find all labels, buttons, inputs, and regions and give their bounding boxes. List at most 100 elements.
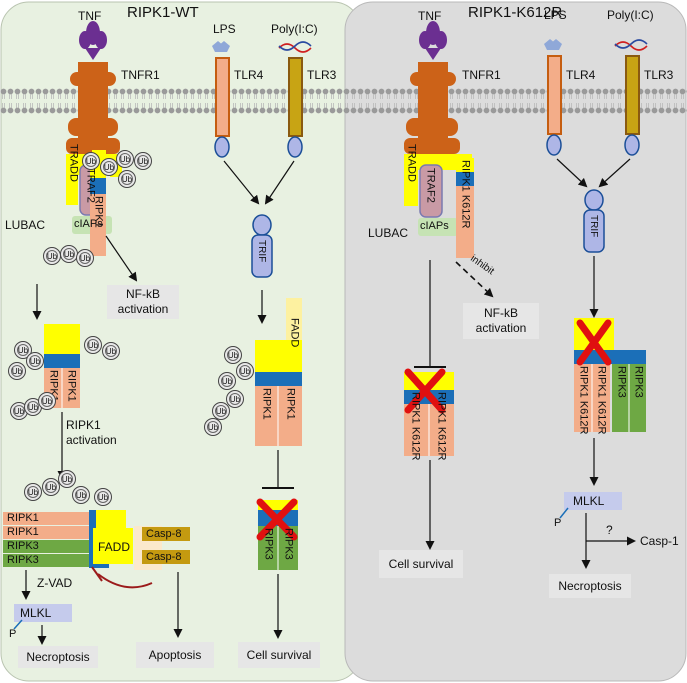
question-label: ? [606,523,613,537]
ub-7: Ub [60,245,78,263]
ub-20: Ub [72,486,90,504]
mlkl-box-left [14,604,72,622]
red-x-right-1 [404,368,446,414]
ciaps-label-left: cIAPs [74,218,103,230]
tnfr1-receptor-right [404,21,460,154]
ub-5: Ub [118,170,136,188]
ub-6: Ub [43,247,61,265]
nfkb-box-right: NF-kB activation [463,303,539,339]
tlr3-label-right: TLR3 [644,68,674,82]
phospho-label-left: P [9,628,17,640]
phospho-label-right: P [554,517,562,529]
tlr3-receptor-right [614,39,648,156]
tlr3-receptor-left [278,41,312,158]
traf2-label-right: TRAF2 [424,168,437,203]
ub-22: Ub [224,346,242,364]
ub-8: Ub [76,249,94,267]
ub-2: Ub [100,158,118,176]
lubac-label-left: LUBAC [5,218,46,232]
ripk1-activation-label: RIPK1 activation [66,418,117,447]
necrosome-ripk1-b: RIPK1 [7,526,39,538]
ub-19: Ub [58,470,76,488]
tradd-label-left: TRADD [67,144,80,182]
casp8-box-2 [142,550,190,564]
ub-10: Ub [8,362,26,380]
ripk1-mut-box-right [456,186,474,258]
ub-4: Ub [134,152,152,170]
red-x-right-2 [576,319,612,366]
casp8-label-1: Casp-8 [146,528,182,540]
ub-27: Ub [204,418,222,436]
casp8-label-2: Casp-8 [146,551,182,563]
fadd-label-left: FADD [98,540,131,554]
lps-label-left: LPS [213,22,236,36]
ub-13: Ub [102,342,120,360]
trif-head-right [584,189,604,211]
ub-1: Ub [82,152,100,170]
ub-18: Ub [42,478,60,496]
ripk1-dimer-yellow [44,324,80,354]
red-x-left [256,498,298,541]
trif-box-right [583,209,605,253]
right-panel-title: RIPK1-K612R [468,4,563,21]
necroptosis-box-left: Necroptosis [18,646,98,668]
traf2-label-left: TRAF2 [84,168,97,203]
apoptosis-box: Apoptosis [136,642,214,668]
fadd-label-top-left: FADD [288,318,301,348]
ub-16: Ub [38,392,56,410]
ub-3: Ub [116,150,134,168]
left-panel-title: RIPK1-WT [127,4,199,21]
necrosome-ripk3-a: RIPK3 [7,540,39,552]
traf2-box-right [419,164,443,218]
ripk1-tlr-label-a: RIPK1 [260,388,273,420]
ripk1-dimer-label-b: RIPK1 [65,370,78,402]
ripk3-tlr-label-a: RIPK3 [262,528,275,560]
necroptosis-box-right: Necroptosis [549,574,631,598]
necrosome-ripk3-b: RIPK3 [7,554,39,566]
mlkl-label-left: MLKL [20,606,52,620]
ub-21: Ub [94,488,112,506]
ripk1-mut-tlr-label-b: RIPK1 K612R [595,366,608,435]
ub-11: Ub [26,352,44,370]
cell-survival-box-left: Cell survival [238,642,320,668]
tlr4-label-left: TLR4 [234,68,264,82]
trif-label-left: TRIF [256,240,267,263]
zvad-inhibit-bar [91,566,103,582]
ub-23: Ub [236,362,254,380]
casp8-box-1 [142,527,190,541]
ub-25: Ub [226,390,244,408]
ripk1-mut-label-a: RIPK1 K612R [409,392,422,461]
lubac-label-right: LUBAC [368,226,409,240]
tlr4-label-right: TLR4 [566,68,596,82]
ripk3-tlr-label-c: RIPK3 [615,366,628,398]
tnfr1-label-left: TNFR1 [121,68,160,82]
ripk1-mut-label-top-right: RIPK1 K612R [459,160,472,229]
ripk1-mut-label-b: RIPK1 K612R [435,392,448,461]
trif-box-left [251,234,273,278]
ripk1-label-top-left: RIPK1 [92,196,105,228]
zvad-label: Z-VAD [37,576,73,590]
ripk1-mut-tlr-label-a: RIPK1 K612R [577,366,590,435]
trif-head-left [252,214,272,236]
tnf-label-right: TNF [418,9,442,23]
tnfr1-label-right: TNFR1 [462,68,501,82]
cell-membrane [0,88,687,114]
trif-label-right: TRIF [588,215,599,238]
ub-17: Ub [24,483,42,501]
polyic-label-right: Poly(I:C) [607,8,654,22]
ripk3-tlr-label-b: RIPK3 [282,528,295,560]
ciaps-label-right: cIAPs [420,220,449,232]
tlr4-receptor-left [212,41,230,158]
ub-24: Ub [218,372,236,390]
mlkl-box-right [564,492,622,510]
necrosome-ripk1-a: RIPK1 [7,512,39,524]
ciaps-box-right [418,218,458,236]
tnfr1-receptor-left [66,21,120,154]
casp1-label: Casp-1 [640,534,679,548]
polyic-label-left: Poly(I:C) [271,22,318,36]
nfkb-box-left: NF-kB activation [107,285,179,319]
ripk1-box-top-left [90,194,106,256]
tnf-label-left: TNF [78,9,102,23]
